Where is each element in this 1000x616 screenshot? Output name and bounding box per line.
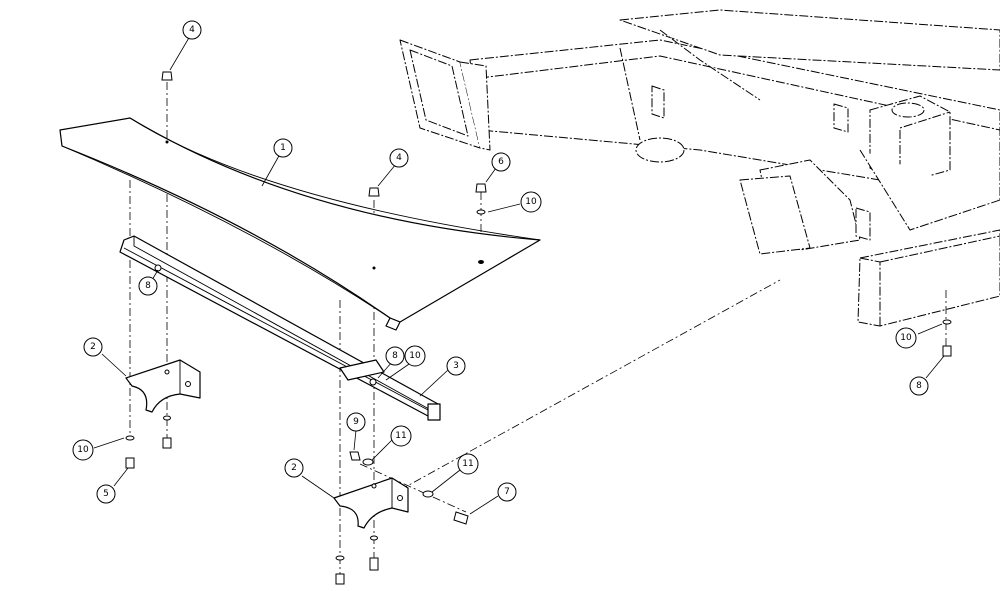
callout-1: 1: [273, 138, 293, 158]
svg-text:2: 2: [90, 342, 96, 352]
machine-frame: [399, 9, 1000, 327]
svg-text:6: 6: [498, 157, 504, 167]
svg-text:10: 10: [409, 351, 421, 361]
svg-text:10: 10: [525, 197, 537, 207]
svg-text:7: 7: [504, 487, 510, 497]
callout-8: 8: [385, 346, 405, 366]
part-3-channel: [119, 235, 441, 421]
callout-8: 8: [909, 376, 929, 396]
svg-text:9: 9: [353, 417, 359, 427]
svg-text:1: 1: [280, 143, 286, 153]
callout-9: 9: [346, 412, 366, 432]
callout-10: 10: [72, 439, 94, 461]
svg-text:8: 8: [392, 351, 398, 361]
callout-10: 10: [895, 327, 917, 349]
svg-text:4: 4: [189, 25, 195, 35]
callout-11: 11: [390, 425, 412, 447]
leader-lines: [93, 35, 945, 515]
svg-text:10: 10: [77, 445, 89, 455]
svg-text:11: 11: [395, 431, 406, 441]
callout-8: 8: [138, 276, 158, 296]
callout-10: 10: [404, 345, 426, 367]
callout-4: 4: [389, 148, 409, 168]
callout-3: 3: [446, 356, 466, 376]
callout-11: 11: [457, 453, 479, 475]
callout-4: 4: [182, 20, 202, 40]
svg-text:8: 8: [916, 381, 922, 391]
svg-text:11: 11: [462, 459, 473, 469]
svg-text:2: 2: [291, 463, 297, 473]
callout-7: 7: [497, 482, 517, 502]
callout-6: 6: [491, 152, 511, 172]
svg-text:8: 8: [145, 281, 151, 291]
hardware: [125, 71, 952, 585]
svg-text:4: 4: [396, 153, 402, 163]
callout-10: 10: [520, 191, 542, 213]
callout-2: 2: [284, 458, 304, 478]
callout-5: 5: [96, 484, 116, 504]
part-1-shield: [59, 117, 541, 331]
svg-text:3: 3: [453, 361, 459, 371]
callout-2: 2: [83, 337, 103, 357]
svg-text:5: 5: [103, 489, 109, 499]
part-2-bracket-right: [333, 477, 409, 529]
svg-text:10: 10: [900, 333, 912, 343]
part-2-bracket-left: [125, 359, 201, 413]
